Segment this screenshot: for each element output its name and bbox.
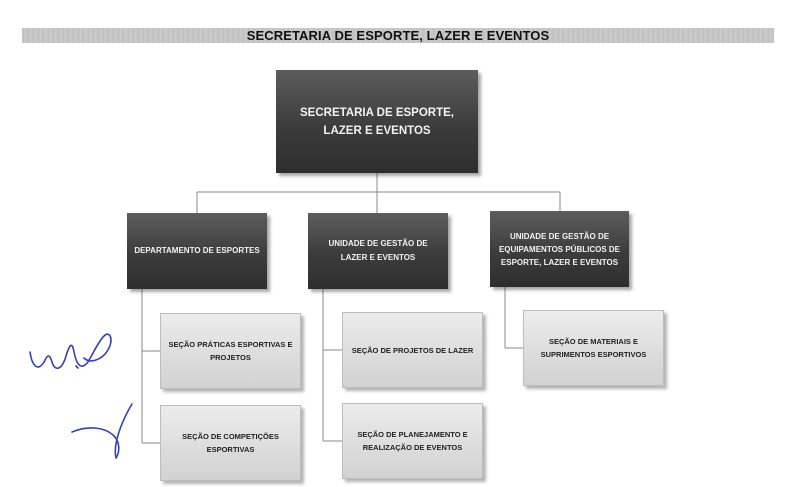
org-node-secao-materiais-label: SEÇÃO DE MATERIAIS E SUPRIMENTOS ESPORTI… (540, 337, 647, 359)
org-node-secretaria: SECRETARIA DE ESPORTE, LAZER E EVENTOS (276, 70, 478, 173)
org-node-secao-planejamento-label: SEÇÃO DE PLANEJAMENTO E REALIZAÇÃO DE EV… (357, 430, 468, 452)
org-node-secretaria-label: SECRETARIA DE ESPORTE, LAZER E EVENTOS (300, 106, 454, 137)
org-node-secao-competicoes-label: SEÇÃO DE COMPETIÇÕES ESPORTIVAS (182, 432, 279, 454)
page-title: SECRETARIA DE ESPORTE, LAZER E EVENTOS (246, 28, 550, 43)
org-node-unidade-lazer-eventos: UNIDADE DE GESTÃO DE LAZER E EVENTOS (308, 213, 448, 289)
org-node-unidade-equipamentos-label: UNIDADE DE GESTÃO DE EQUIPAMENTOS PÚBLIC… (498, 231, 621, 267)
header-bar (22, 28, 774, 43)
org-node-secao-projetos-lazer: SEÇÃO DE PROJETOS DE LAZER (342, 312, 483, 388)
org-node-secao-planejamento: SEÇÃO DE PLANEJAMENTO E REALIZAÇÃO DE EV… (342, 403, 483, 479)
org-node-secao-materiais: SEÇÃO DE MATERIAIS E SUPRIMENTOS ESPORTI… (523, 310, 664, 386)
signature-stroke-1 (29, 333, 112, 369)
signature-stroke-2 (71, 403, 133, 459)
org-node-secao-praticas: SEÇÃO PRÁTICAS ESPORTIVAS E PROJETOS (160, 313, 301, 389)
org-node-secao-praticas-label: SEÇÃO PRÁTICAS ESPORTIVAS E PROJETOS (168, 340, 293, 362)
org-node-secao-projetos-lazer-label: SEÇÃO DE PROJETOS DE LAZER (351, 345, 474, 355)
org-node-unidade-equipamentos: UNIDADE DE GESTÃO DE EQUIPAMENTOS PÚBLIC… (490, 211, 629, 287)
org-node-unidade-lazer-eventos-label: UNIDADE DE GESTÃO DE LAZER E EVENTOS (328, 239, 428, 262)
signature-dot (75, 365, 79, 369)
org-node-secao-competicoes: SEÇÃO DE COMPETIÇÕES ESPORTIVAS (160, 405, 301, 481)
org-node-departamento-esportes-label: DEPARTAMENTO DE ESPORTES (134, 246, 260, 255)
org-node-departamento-esportes: DEPARTAMENTO DE ESPORTES (127, 213, 267, 289)
